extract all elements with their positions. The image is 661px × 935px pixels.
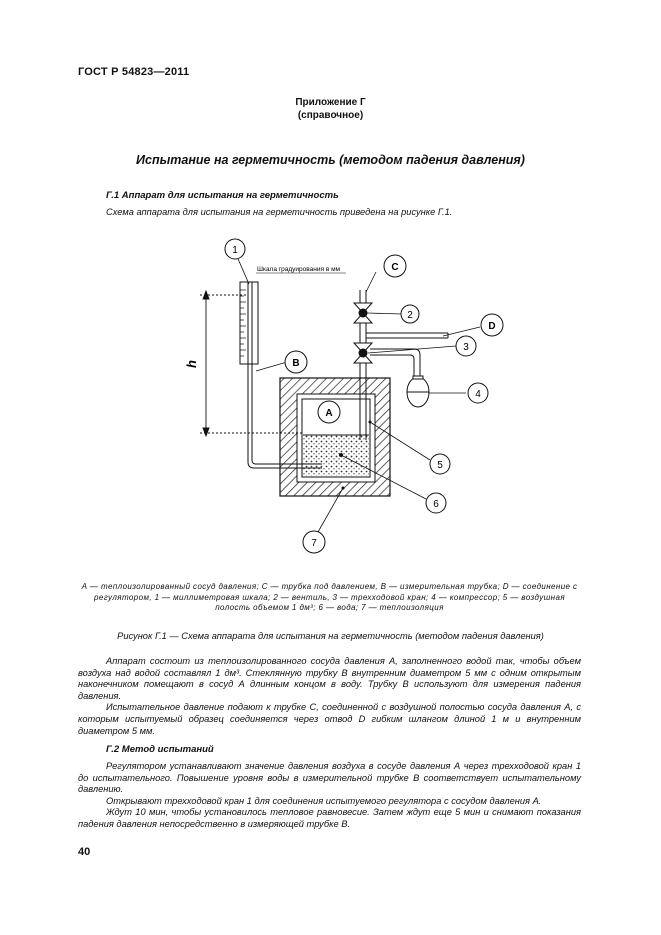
scale-label: Шкала градуирования в мм xyxy=(257,266,341,273)
regulator-connection-d xyxy=(366,326,481,339)
height-dimension xyxy=(200,289,303,438)
svg-text:4: 4 xyxy=(475,389,481,400)
compressor-4 xyxy=(406,375,466,408)
document-header: ГОСТ Р 54823—2011 xyxy=(78,66,190,78)
svg-text:2: 2 xyxy=(407,310,413,321)
callout-5: 5 xyxy=(429,453,451,475)
svg-text:3: 3 xyxy=(463,342,469,353)
main-title: Испытание на герметичность (методом паде… xyxy=(136,153,525,167)
svg-text:D: D xyxy=(488,321,495,332)
compressor-line xyxy=(370,348,421,376)
callout-4: 4 xyxy=(467,382,489,404)
measuring-tube-b xyxy=(247,282,322,469)
figure-legend: А — теплоизолированный сосуд давления; С… xyxy=(81,582,578,612)
section1-intro: Схема аппарата для испытания на герметич… xyxy=(78,207,581,219)
section1-intro-text: Схема аппарата для испытания на герметич… xyxy=(106,207,453,217)
callout-3: 3 xyxy=(455,335,477,357)
svg-text:A: A xyxy=(325,408,332,419)
body-paragraphs: Аппарат состоит из теплоизолированного с… xyxy=(78,656,581,737)
section2-paragraph-2: Открывают трехходовой кран 1 для соедине… xyxy=(106,795,542,806)
svg-text:1: 1 xyxy=(232,245,238,256)
h-label: h xyxy=(184,360,199,368)
body-paragraph-2: Испытательное давление подают к трубке С… xyxy=(78,702,581,736)
svg-text:B: B xyxy=(292,358,299,369)
annex-subtitle: (справочное) xyxy=(297,110,364,121)
callout-7: 7 xyxy=(302,530,326,554)
callout-2: 2 xyxy=(400,304,420,324)
section1-heading: Г.1 Аппарат для испытания на герметичнос… xyxy=(106,190,339,201)
apparatus-diagram: h Шкала градуирования в мм xyxy=(184,238,504,554)
callout-a: A xyxy=(317,400,341,424)
three-way-valve-3 xyxy=(352,342,457,364)
section2-heading: Г.2 Метод испытаний xyxy=(106,744,214,755)
valve-2 xyxy=(352,302,403,324)
svg-text:7: 7 xyxy=(311,538,317,549)
section2-paragraph-1: Регулятором устанавливают значение давле… xyxy=(78,761,581,795)
section2-paragraph-3: Ждут 10 мин, чтобы установилось тепловое… xyxy=(78,807,581,829)
callout-d: D xyxy=(480,313,504,337)
body-paragraph-1: Аппарат состоит из теплоизолированного с… xyxy=(78,656,581,701)
svg-text:C: C xyxy=(391,262,398,273)
callout-b: B xyxy=(284,350,308,374)
page-number: 40 xyxy=(78,846,91,858)
svg-text:6: 6 xyxy=(433,499,439,510)
section2-paragraphs: Регулятором устанавливают значение давле… xyxy=(78,761,581,831)
svg-text:5: 5 xyxy=(437,460,443,471)
callout-6: 6 xyxy=(425,492,447,514)
water-6 xyxy=(303,435,369,476)
figure-caption: Рисунок Г.1 — Схема аппарата для испытан… xyxy=(117,631,544,641)
annex-title: Приложение Г xyxy=(295,97,366,108)
callout-c: C xyxy=(383,254,407,278)
millimeter-scale-1 xyxy=(234,251,259,365)
annex-heading: Приложение Г (справочное) xyxy=(0,96,661,122)
callout-1: 1 xyxy=(224,238,246,260)
